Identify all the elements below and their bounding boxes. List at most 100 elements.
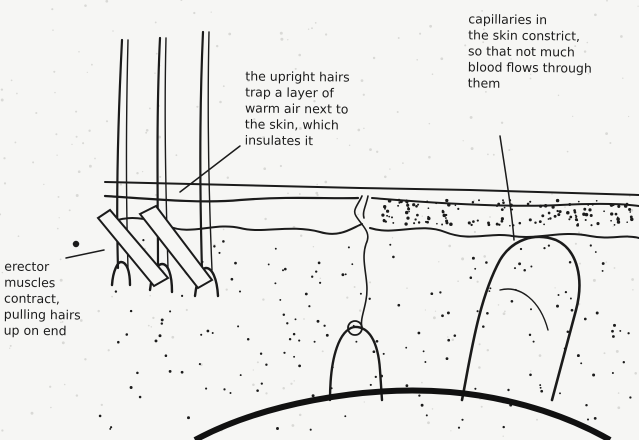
dermis-dot bbox=[486, 312, 489, 315]
epidermis-granule bbox=[568, 218, 570, 220]
epidermis-granule bbox=[556, 199, 559, 202]
noise-speck bbox=[483, 255, 486, 258]
noise-speck bbox=[152, 317, 154, 319]
noise-speck bbox=[287, 39, 288, 40]
epidermis-granule bbox=[610, 212, 613, 215]
dermis-dot bbox=[130, 386, 133, 389]
epidermis-granule bbox=[612, 204, 614, 206]
dermis-dot bbox=[529, 334, 531, 336]
noise-speck bbox=[612, 226, 613, 227]
epidermis-granule bbox=[416, 214, 419, 217]
noise-speck bbox=[87, 72, 88, 73]
noise-speck bbox=[432, 73, 434, 75]
noise-speck bbox=[280, 32, 283, 35]
dermis-dot bbox=[317, 320, 320, 323]
dermis-dot bbox=[341, 273, 344, 276]
noise-speck bbox=[287, 192, 289, 194]
epidermis-granule bbox=[566, 211, 570, 215]
noise-speck bbox=[75, 111, 77, 113]
epidermis-granule bbox=[397, 205, 399, 207]
noise-speck bbox=[78, 170, 81, 173]
dermis-dot bbox=[161, 322, 163, 324]
noise-speck bbox=[448, 245, 451, 248]
epidermis-granule bbox=[628, 208, 631, 211]
dermis-dot bbox=[611, 330, 614, 333]
dermis-dot bbox=[369, 298, 371, 300]
dermis-dot bbox=[594, 417, 597, 420]
epidermis-granule bbox=[502, 199, 504, 201]
dermis-dot bbox=[139, 396, 142, 399]
noise-speck bbox=[357, 129, 360, 132]
dermis-dot bbox=[472, 257, 475, 260]
noise-speck bbox=[227, 177, 229, 179]
dermis-dot bbox=[507, 389, 509, 391]
noise-speck bbox=[69, 209, 71, 211]
epidermis-granule bbox=[501, 220, 504, 223]
noise-speck bbox=[551, 193, 552, 194]
noise-speck bbox=[481, 406, 483, 408]
dermis-dot bbox=[311, 276, 313, 278]
dermis-dot bbox=[223, 388, 225, 390]
noise-speck bbox=[54, 92, 55, 93]
noise-speck bbox=[363, 128, 364, 129]
noise-speck bbox=[503, 312, 506, 315]
epidermis-granule bbox=[417, 204, 419, 206]
dermis-dot bbox=[424, 361, 426, 363]
epidermis-granule bbox=[554, 215, 557, 218]
noise-speck bbox=[470, 116, 473, 119]
dermis-dot bbox=[207, 330, 210, 333]
noise-speck bbox=[51, 8, 53, 10]
dermis-dot bbox=[308, 305, 310, 307]
dermis-dot bbox=[222, 240, 225, 243]
noise-speck bbox=[148, 325, 150, 327]
dermis-dot bbox=[169, 310, 171, 312]
epidermis-granule bbox=[388, 216, 390, 218]
epidermis-granule bbox=[392, 222, 394, 224]
noise-speck bbox=[91, 64, 93, 66]
epidermis-granule bbox=[576, 219, 578, 221]
label-line: capillaries in bbox=[468, 11, 592, 28]
dermis-dot bbox=[548, 244, 550, 246]
epidermis-granule bbox=[616, 217, 620, 221]
label-line: muscles bbox=[4, 275, 81, 292]
dermis-dot bbox=[169, 370, 172, 373]
dermis-dot bbox=[142, 239, 144, 241]
noise-speck bbox=[303, 318, 305, 320]
noise-speck bbox=[151, 326, 152, 327]
noise-speck bbox=[447, 336, 448, 337]
dermis-dot bbox=[265, 364, 267, 366]
dermis-dot bbox=[312, 394, 315, 397]
epidermis-granule bbox=[592, 204, 594, 206]
epidermis-granule bbox=[496, 223, 499, 226]
dermis-dot bbox=[261, 382, 263, 384]
dermis-dot bbox=[533, 341, 535, 343]
epidermis-granule bbox=[445, 199, 448, 202]
noise-speck bbox=[252, 383, 255, 386]
epidermis-granule bbox=[457, 208, 459, 210]
noise-speck bbox=[364, 401, 365, 402]
noise-speck bbox=[298, 54, 301, 57]
noise-speck bbox=[489, 216, 491, 218]
epidermis-granule bbox=[539, 205, 542, 208]
noise-speck bbox=[106, 120, 108, 122]
noise-speck bbox=[501, 122, 503, 124]
epidermis-granule bbox=[583, 208, 586, 211]
noise-speck bbox=[9, 348, 10, 349]
epidermis-granule bbox=[418, 221, 420, 223]
noise-speck bbox=[593, 279, 596, 282]
epidermis-granule bbox=[504, 207, 506, 209]
epidermis-granule bbox=[534, 221, 536, 223]
dermis-dot bbox=[602, 270, 604, 272]
dermis-dot bbox=[423, 350, 425, 352]
noise-speck bbox=[487, 154, 489, 156]
noise-speck bbox=[477, 281, 479, 283]
dermis-dot bbox=[590, 244, 592, 246]
epidermis-granule bbox=[405, 200, 408, 203]
epidermis-granule bbox=[435, 202, 437, 204]
noise-speck bbox=[57, 228, 59, 230]
label-line: up on end bbox=[4, 323, 81, 340]
noise-speck bbox=[606, 261, 607, 262]
label-line: warm air next to bbox=[245, 100, 350, 117]
noise-speck bbox=[223, 85, 225, 87]
noise-speck bbox=[78, 51, 80, 53]
